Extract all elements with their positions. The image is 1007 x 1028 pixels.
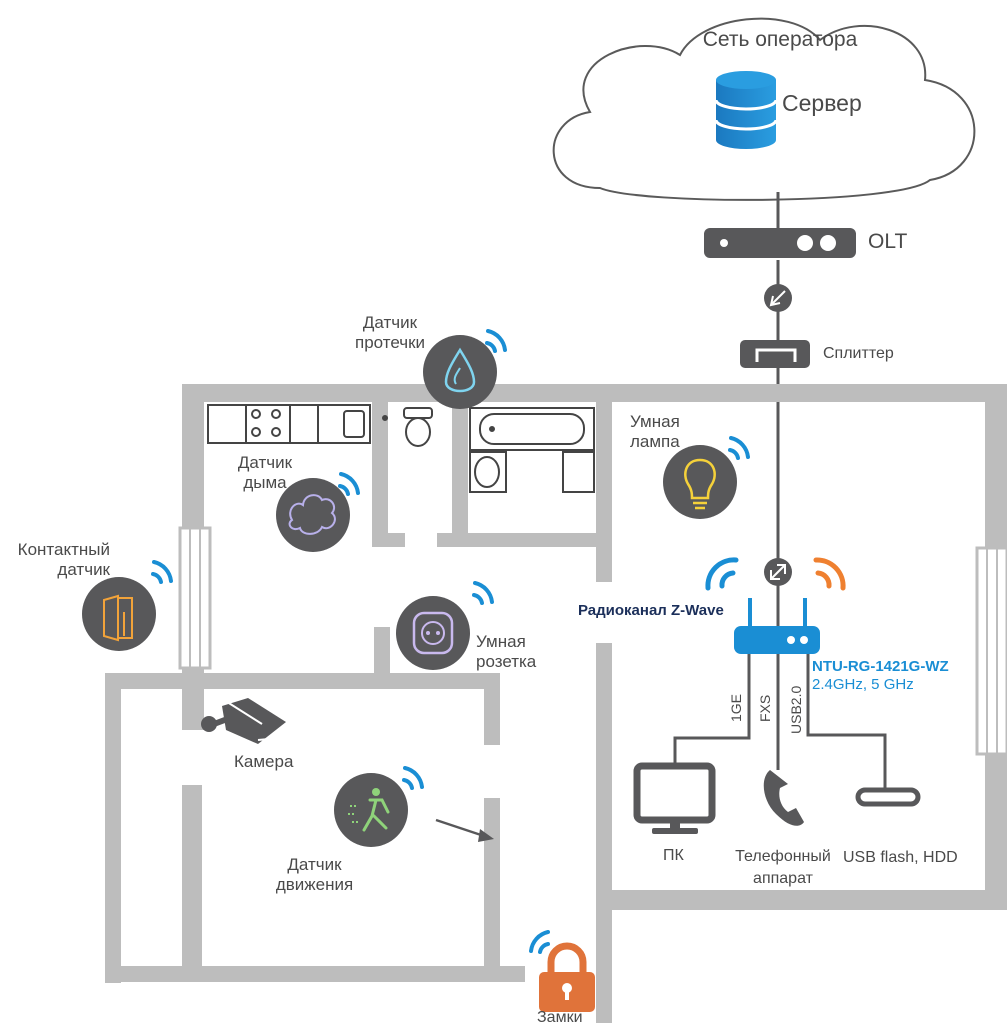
leak-sensor-label: Датчик протечки — [354, 313, 426, 352]
phone-label: Телефонный аппарат — [735, 848, 831, 887]
motion-sensor-label: Датчик движения — [275, 855, 354, 894]
bathtub-icon — [469, 407, 595, 451]
wifi-signal-icon — [728, 436, 750, 460]
port-label-1ge: 1GE — [728, 693, 744, 722]
locks-label: Замки — [537, 1009, 583, 1026]
zwave-label: Радиоканал Z-Wave — [578, 602, 724, 619]
olt-label: OLT — [868, 230, 908, 253]
kitchen-counter-icon — [207, 404, 371, 444]
motion-arrow — [435, 818, 494, 842]
usb-label: USB flash, HDD — [843, 849, 958, 866]
contact-sensor-label: Контактный датчик — [17, 540, 110, 579]
wifi-signal-icon — [472, 581, 494, 605]
pc-label: ПК — [663, 847, 684, 864]
sink-icon — [469, 451, 595, 493]
router-model-label: NTU-RG-1421G-WZ — [812, 658, 949, 675]
leak-sensor-icon — [423, 335, 497, 409]
smart-lamp-icon — [663, 445, 737, 519]
wifi-signal-icon — [151, 560, 173, 584]
server-icon — [714, 71, 778, 149]
fiber-connector-icon — [764, 558, 792, 586]
splitter-icon — [740, 340, 810, 368]
olt-device-icon — [704, 228, 856, 258]
wifi-signal-icon — [485, 329, 507, 353]
smoke-sensor-icon — [276, 478, 350, 552]
smart-socket-icon — [396, 596, 470, 670]
port-label-usb: USB2.0 — [788, 685, 804, 734]
motion-sensor-icon — [334, 773, 408, 847]
router-wifi-zwave-icon — [705, 557, 739, 591]
server-label: Сервер — [782, 90, 862, 116]
contact-sensor-icon — [82, 577, 156, 651]
camera-label: Камера — [234, 752, 294, 771]
wifi-signal-icon — [402, 766, 424, 790]
window-right — [975, 546, 1007, 756]
lock-icon — [539, 942, 595, 1012]
router-device-icon — [734, 598, 820, 654]
router-frequency-label: 2.4GHz, 5 GHz — [812, 676, 914, 693]
cloud-title: Сеть оператора — [702, 28, 858, 51]
wifi-signal-icon — [338, 472, 360, 496]
pc-monitor-icon — [633, 762, 716, 834]
usb-drive-icon — [855, 787, 921, 807]
toilet-icon — [382, 407, 433, 447]
smoke-sensor-label: Датчик дыма — [237, 453, 293, 492]
fiber-connector-icon — [764, 284, 792, 312]
smart-socket-label: Умная розетка — [476, 632, 537, 671]
window-left — [178, 526, 212, 670]
splitter-label: Сплиттер — [823, 345, 894, 362]
wifi-signal-icon — [529, 930, 550, 954]
phone-icon — [763, 770, 804, 826]
smart-lamp-label: Умная лампа — [630, 412, 680, 451]
camera-icon — [201, 698, 286, 744]
port-label-fxs: FXS — [757, 694, 773, 722]
router-wifi-icon — [813, 557, 846, 591]
router-cables — [673, 654, 887, 792]
